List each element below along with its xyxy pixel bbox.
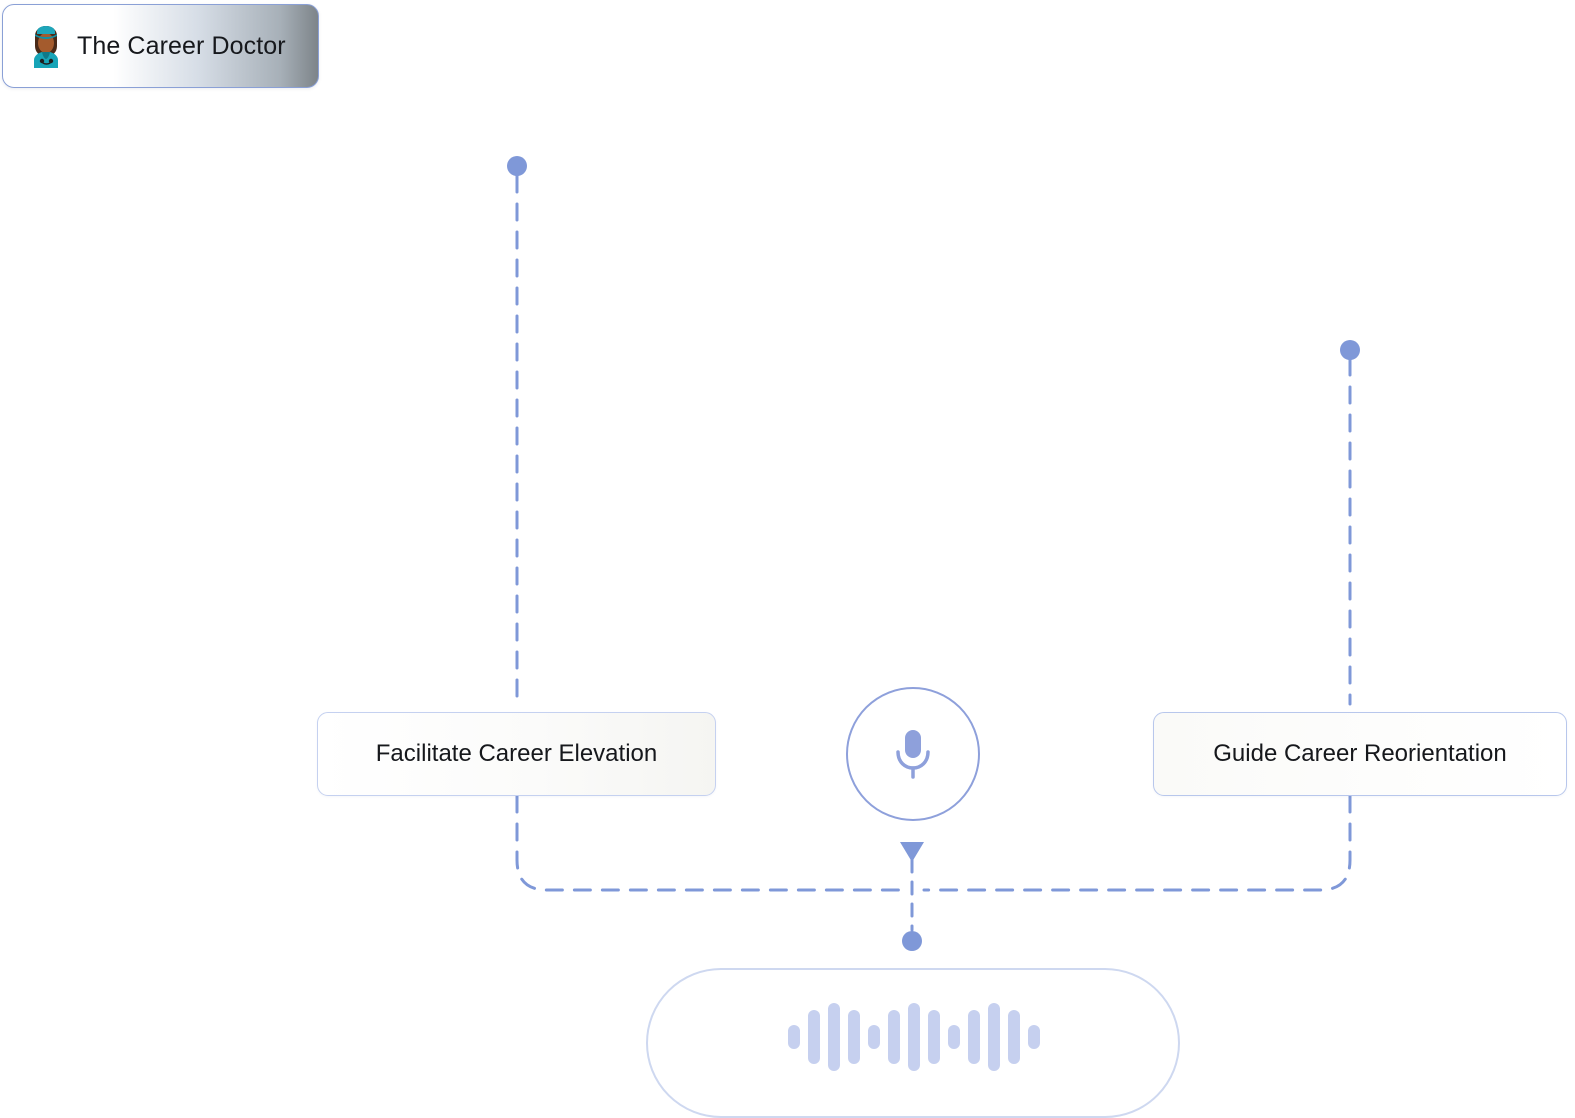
- brand-title: The Career Doctor: [77, 31, 286, 60]
- microphone-button[interactable]: [846, 687, 980, 821]
- left-node: [507, 156, 527, 176]
- brand-chip: The Career Doctor: [2, 4, 319, 88]
- guide-career-reorientation-option[interactable]: Guide Career Reorientation: [1153, 712, 1567, 796]
- doctor-avatar-icon: [34, 26, 58, 68]
- center-arrow-icon: [900, 842, 924, 862]
- bottom-node: [902, 931, 922, 951]
- audio-waveform-icon: [788, 1003, 1040, 1071]
- facilitate-career-elevation-option[interactable]: Facilitate Career Elevation: [317, 712, 716, 796]
- left-bottom-connector: [515, 794, 902, 892]
- right-node: [1340, 340, 1360, 360]
- microphone-icon: [896, 730, 930, 779]
- right-bottom-connector: [922, 794, 1352, 892]
